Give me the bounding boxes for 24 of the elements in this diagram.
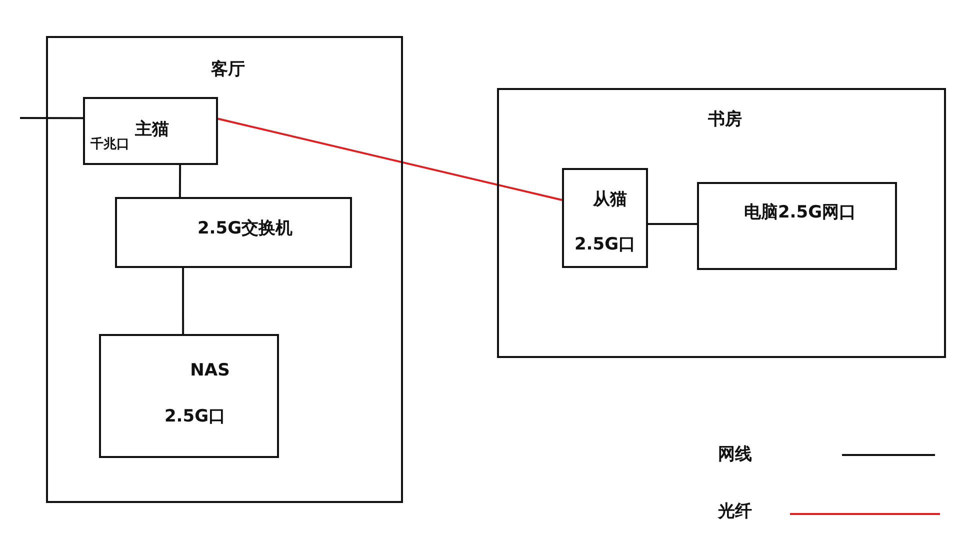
device-label: 电脑2.5G网口 <box>744 204 856 222</box>
port-label: 千兆口 <box>90 138 130 152</box>
room-title: 客厅 <box>211 60 245 80</box>
legend-label: 光纤 <box>718 502 752 522</box>
cable-line <box>178 165 182 197</box>
device-box <box>99 334 279 458</box>
room-title: 书房 <box>708 110 742 130</box>
device-box <box>83 97 218 165</box>
legend-label: 网线 <box>718 446 752 464</box>
device-label: 从猫 <box>593 190 627 210</box>
port-label: 2.5G口 <box>574 236 636 254</box>
device-box <box>562 168 648 268</box>
cable-line <box>20 117 83 120</box>
port-label: 2.5G口 <box>164 408 226 426</box>
device-label: 2.5G交换机 <box>197 220 293 238</box>
room-box <box>497 88 946 358</box>
cable-line <box>648 222 697 225</box>
cable-line <box>182 268 184 334</box>
device-box <box>115 197 352 268</box>
fiber-line <box>218 118 562 201</box>
device-box <box>697 182 897 270</box>
device-label: NAS <box>190 362 230 380</box>
device-label: 主猫 <box>135 120 169 140</box>
room-box <box>46 36 403 503</box>
